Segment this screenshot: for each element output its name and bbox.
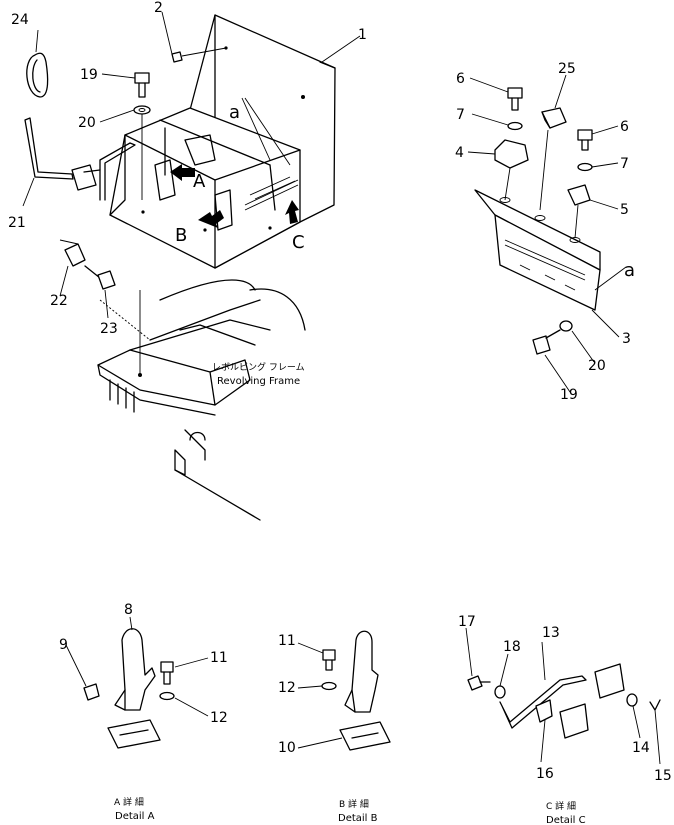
detail-b-drawing [297,630,391,751]
part-number-11-b: 11 [278,633,296,649]
part-number-1: 1 [358,27,367,43]
part-number-4: 4 [455,145,464,161]
part-number-10: 10 [278,740,296,756]
part-number-13: 13 [542,625,560,641]
part-number-20-right: 20 [588,358,606,374]
part-number-6-left: 6 [456,71,465,87]
view-letter-a-right: a [624,260,635,281]
part-number-12-a: 12 [210,710,228,726]
part-number-21: 21 [8,215,26,231]
part-number-9: 9 [59,637,68,653]
view-a-assembly [467,74,627,393]
view-letter-A: A [193,171,206,192]
revolving-frame-label: レボルビング フレーム Revolving Frame [212,361,305,387]
part-number-labels: 1 2 3 4 5 6 6 7 7 8 9 10 11 11 12 12 13 … [8,0,672,784]
frame-label-en: Revolving Frame [217,376,300,387]
part-number-7-left: 7 [456,107,465,123]
part-number-16: 16 [536,766,554,782]
part-number-19-main: 19 [80,67,98,83]
detail-captions: A 詳 細 Detail A B 詳 細 Detail B C 詳 細 Deta… [114,796,586,825]
part-number-11-a: 11 [210,650,228,666]
part-number-15: 15 [654,768,672,784]
part-number-18: 18 [503,639,521,655]
view-letter-C: C [292,232,305,253]
part-number-8: 8 [124,602,133,618]
main-assembly [22,11,361,521]
detail-b-caption-en: Detail B [338,813,378,824]
part-number-22: 22 [50,293,68,309]
part-number-20-main: 20 [78,115,96,131]
part-number-6-right: 6 [620,119,629,135]
part-number-3: 3 [622,331,631,347]
frame-label-jp: レボルビング フレーム [212,361,305,373]
part-number-25: 25 [558,61,576,77]
detail-c-caption-jp: C 詳 細 [546,800,576,812]
part-number-17: 17 [458,614,476,630]
detail-b-caption-jp: B 詳 細 [339,798,369,810]
detail-a-caption-jp: A 詳 細 [114,796,144,808]
part-number-24: 24 [11,12,29,28]
detail-a-caption-en: Detail A [115,811,155,822]
view-letter-B: B [175,225,187,246]
view-letters: a a A B C [175,102,635,281]
part-number-12-b: 12 [278,680,296,696]
detail-a-drawing [65,616,209,749]
part-number-7-right: 7 [620,156,629,172]
detail-c-caption-en: Detail C [546,815,586,825]
part-number-5: 5 [620,202,629,218]
part-number-19-right: 19 [560,387,578,403]
part-number-23: 23 [100,321,118,337]
detail-c-drawing [465,627,661,765]
part-number-2: 2 [154,0,163,16]
view-letter-a-main: a [229,102,240,123]
part-number-14: 14 [632,740,650,756]
